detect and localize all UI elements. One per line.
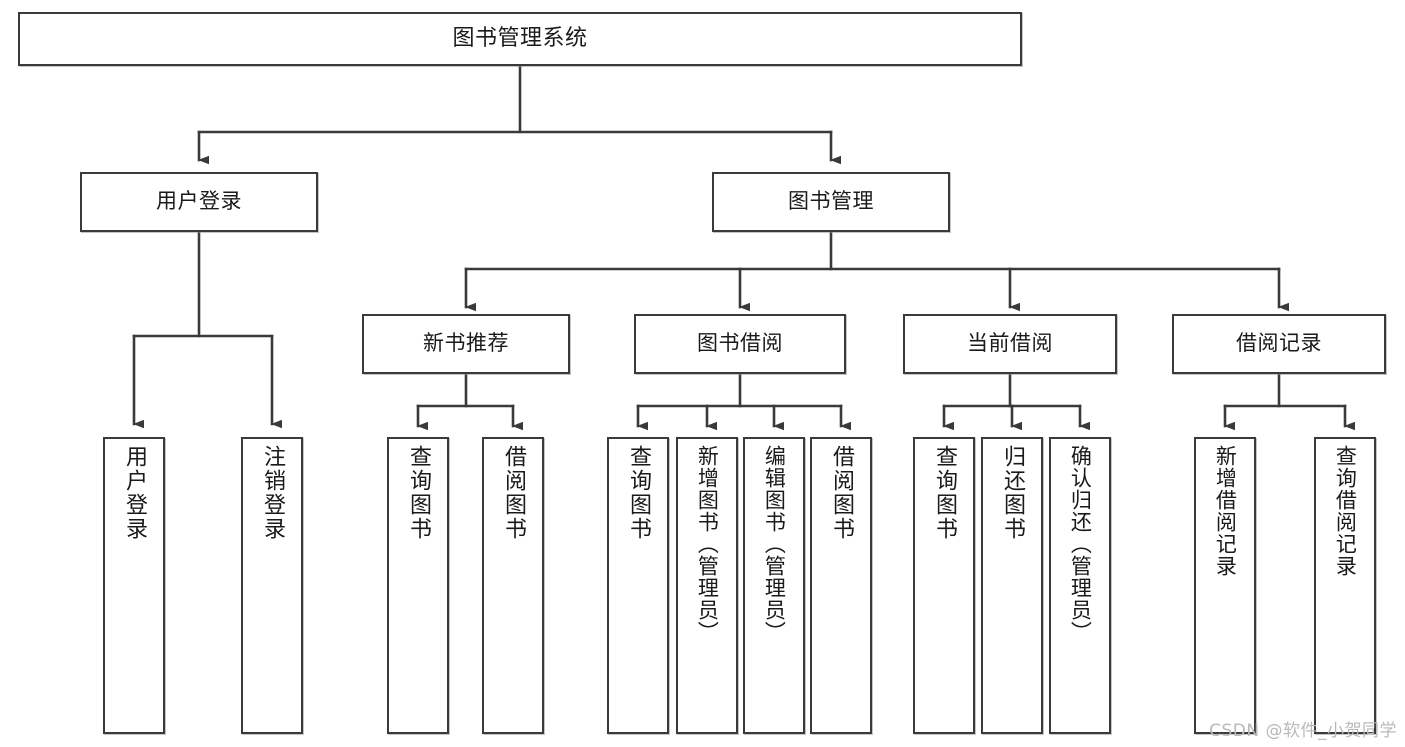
csdn-watermark: CSDN @软件_小贺同学 — [1209, 721, 1397, 741]
node-label: 归还图书 — [999, 445, 1025, 541]
node-current-borrow[interactable]: 当前借阅 — [903, 314, 1117, 374]
leaf-edit-book-admin[interactable]: 编辑图书（管理员） — [743, 437, 805, 734]
node-label: 借阅图书 — [828, 445, 854, 541]
node-book-borrow[interactable]: 图书借阅 — [634, 314, 846, 374]
leaf-confirm-return-admin[interactable]: 确认归还（管理员） — [1049, 437, 1111, 734]
node-borrow-record[interactable]: 借阅记录 — [1172, 314, 1386, 374]
node-label: 新书推荐 — [423, 331, 509, 356]
node-label: 查询图书 — [931, 445, 957, 541]
leaf-query-current-book[interactable]: 查询图书 — [913, 437, 975, 734]
leaf-query-book-from-recommendation[interactable]: 查询图书 — [387, 437, 449, 734]
node-label: 借阅图书 — [500, 445, 526, 541]
leaf-add-borrow-record[interactable]: 新增借阅记录 — [1194, 437, 1256, 734]
node-book-management[interactable]: 图书管理 — [712, 172, 950, 232]
leaf-add-book-admin[interactable]: 新增图书（管理员） — [676, 437, 738, 734]
node-label: 用户登录 — [156, 189, 242, 214]
node-label: 查询图书 — [625, 445, 651, 541]
node-label: 编辑图书（管理员） — [762, 445, 787, 643]
node-root-book-management-system[interactable]: 图书管理系统 — [18, 12, 1022, 66]
node-label: 图书管理系统 — [452, 25, 588, 51]
node-label: 查询借阅记录 — [1333, 445, 1358, 577]
node-user-login[interactable]: 用户登录 — [80, 172, 318, 232]
node-label: 用户登录 — [121, 445, 147, 541]
node-label: 图书借阅 — [697, 331, 783, 356]
node-label: 查询图书 — [405, 445, 431, 541]
node-label: 借阅记录 — [1236, 331, 1322, 356]
leaf-borrow-book-from-recommendation[interactable]: 借阅图书 — [482, 437, 544, 734]
node-label: 注销登录 — [259, 445, 285, 541]
node-new-book-recommendation[interactable]: 新书推荐 — [362, 314, 570, 374]
leaf-return-book[interactable]: 归还图书 — [981, 437, 1043, 734]
leaf-query-borrow-record[interactable]: 查询借阅记录 — [1314, 437, 1376, 734]
node-label: 新增图书（管理员） — [695, 445, 720, 643]
node-label: 图书管理 — [788, 189, 874, 214]
node-label: 当前借阅 — [967, 331, 1053, 356]
node-label: 新增借阅记录 — [1213, 445, 1238, 577]
leaf-borrow-book[interactable]: 借阅图书 — [810, 437, 872, 734]
leaf-logout[interactable]: 注销登录 — [241, 437, 303, 734]
leaf-query-book[interactable]: 查询图书 — [607, 437, 669, 734]
node-label: 确认归还（管理员） — [1068, 445, 1093, 643]
leaf-user-login[interactable]: 用户登录 — [103, 437, 165, 734]
